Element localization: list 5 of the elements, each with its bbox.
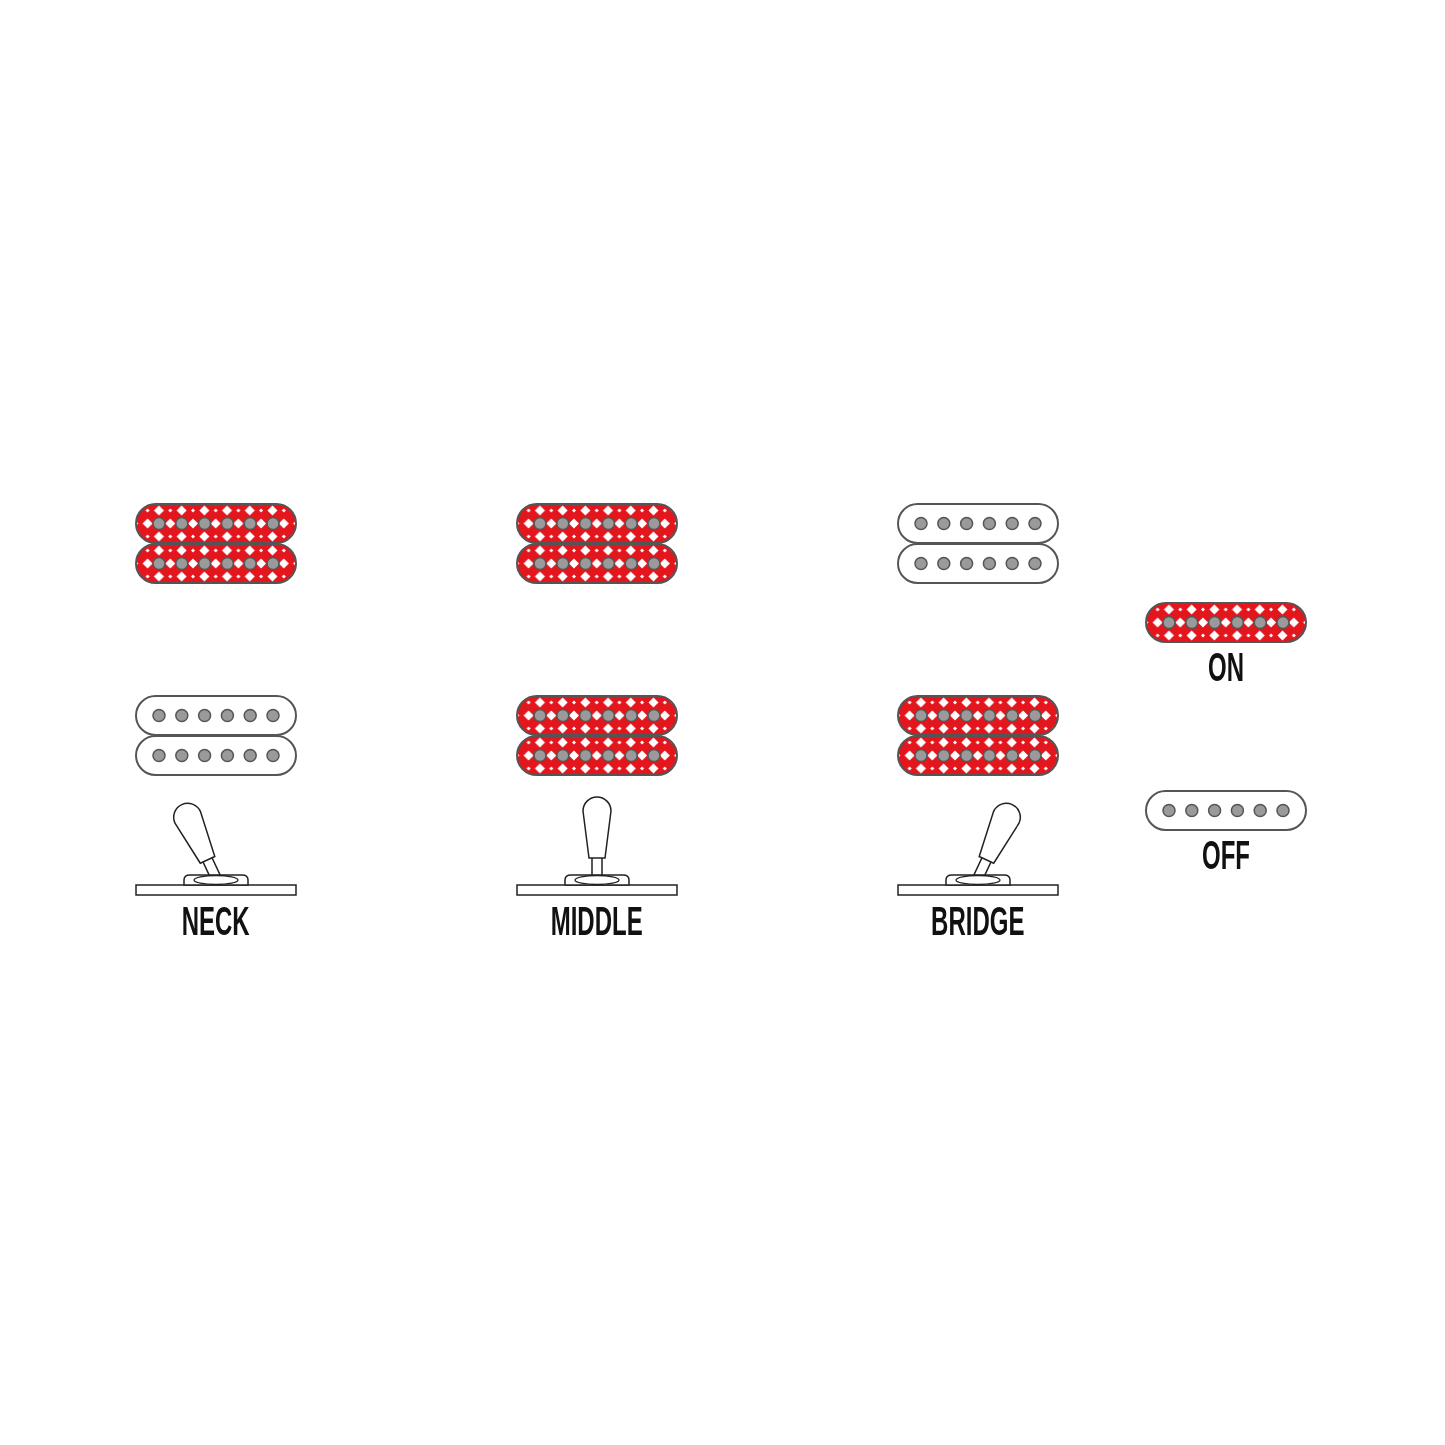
- switch-position-label: MIDDLE: [551, 901, 643, 941]
- switch-position-label: BRIDGE: [931, 901, 1025, 941]
- legend-label: ON: [1208, 647, 1244, 687]
- switch-position-label: NECK: [182, 901, 250, 941]
- legend-label: OFF: [1202, 835, 1250, 875]
